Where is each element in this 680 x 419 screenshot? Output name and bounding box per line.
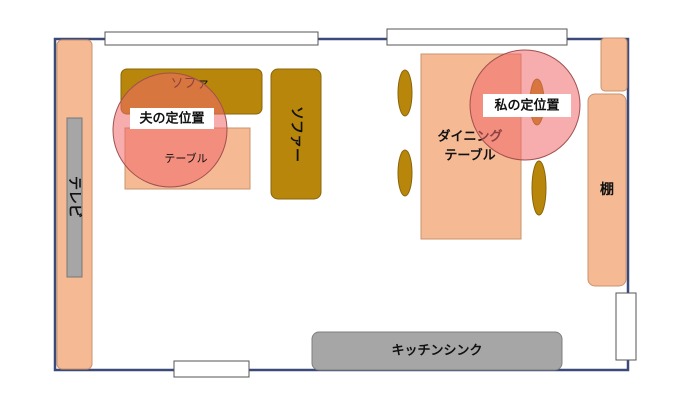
low-table-label: テーブル: [164, 151, 207, 165]
husband-spot-box: [130, 108, 214, 129]
dining-table-label-line2: テーブル: [444, 148, 495, 164]
window-bottom: [173, 360, 250, 378]
sofa-side-label: ソファー: [288, 106, 304, 162]
window-top-left: [104, 31, 319, 46]
dining-chair: [397, 69, 413, 117]
kitchen-sink-label: キッチンシンク: [391, 344, 482, 359]
kitchen-sink: [311, 331, 563, 371]
shelf-label: 棚: [600, 181, 614, 198]
my-spot-label: 私の定位置: [494, 98, 559, 114]
my-spot-box: [483, 94, 571, 117]
tv: [66, 117, 83, 278]
tv-label: テレビ: [66, 176, 82, 218]
dining-chair: [397, 149, 413, 197]
dining-chair: [531, 160, 547, 216]
window-top-right: [386, 28, 568, 46]
husband-spot-label: 夫の定位置: [139, 111, 204, 127]
sofa-side: [270, 68, 322, 200]
husband-spot-circle: [112, 72, 228, 188]
window-right: [615, 292, 637, 361]
shelf-small: [600, 37, 628, 92]
shelf: [587, 93, 627, 287]
